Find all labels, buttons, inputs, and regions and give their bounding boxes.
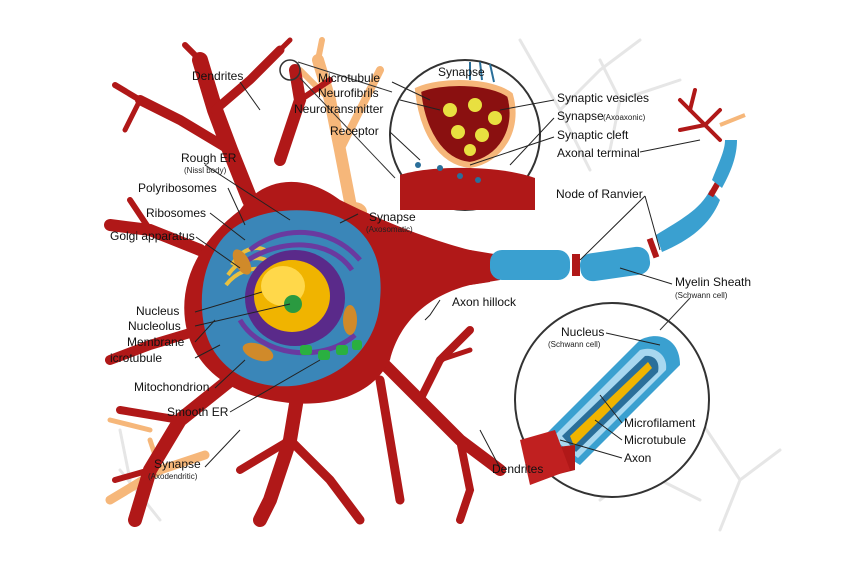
label-synapse-axoaxonic: Synapse [557, 109, 604, 123]
label-myelin-sheath-sub: (Schwann cell) [675, 291, 728, 300]
label-dendrites-top: Dendrites [192, 69, 244, 83]
dendrite-branches [104, 37, 506, 527]
myelinated-axon [490, 140, 737, 282]
label-smooth-er: Smooth ER [167, 405, 229, 419]
orange-terminal [719, 113, 746, 127]
label-microtubule-inset: Microtubule [624, 433, 687, 447]
leader-lines [194, 81, 701, 469]
label-schwann-nucleus: Nucleus [561, 325, 605, 339]
label-membrane: Membrane [127, 335, 185, 349]
label-nucleolus: Nucleolus [128, 319, 181, 333]
axonal-terminal-branches [678, 88, 722, 142]
label-synapse-axodendritic: Synapse [154, 457, 201, 471]
label-myelin-sheath: Myelin Sheath [675, 275, 752, 289]
label-nucleus: Nucleus [136, 304, 180, 318]
label-polyribosomes: Polyribosomes [138, 181, 217, 195]
axon-cross-section-inset [514, 297, 710, 498]
label-schwann-nucleus-sub: (Schwann cell) [548, 340, 601, 349]
label-synapse-axoaxonic-sub: (Axoaxonic) [603, 113, 646, 122]
synapse-inset [279, 59, 541, 211]
label-axon-hillock: Axon hillock [452, 295, 517, 309]
label-synapse-axodendritic-sub: (Axodendritic) [148, 472, 198, 481]
label-neurofibrils: Neurofibrils [318, 86, 379, 100]
label-synapse-top: Synapse [438, 65, 485, 79]
smooth-er [300, 340, 362, 360]
label-dendrites-bottom: Dendrites [492, 462, 544, 476]
label-axon: Axon [624, 451, 652, 465]
label-mitochondrion: Mitochondrion [134, 380, 210, 394]
label-microfilament: Microfilament [624, 416, 696, 430]
mitochondrion [242, 342, 274, 362]
label-synapse-axosomatic-sub: (Axosomatic) [366, 225, 413, 234]
label-node-of-ranvier: Node of Ranvier [556, 187, 643, 201]
label-synaptic-cleft: Synaptic cleft [557, 128, 629, 142]
rough-er [237, 229, 362, 356]
mitochondrion-2 [343, 305, 357, 335]
label-rough-er-sub: (Nissl body) [184, 166, 227, 175]
nucleolus [284, 295, 302, 313]
label-microtubule-left: icrotubule [110, 351, 163, 365]
orange-axon-top [297, 37, 384, 218]
label-receptor: Receptor [330, 124, 379, 138]
label-microtubule-top: Microtubule [318, 71, 381, 85]
label-axonal-terminal: Axonal terminal [557, 146, 640, 160]
mitochondrion-3 [232, 249, 252, 275]
label-synaptic-vesicles: Synaptic vesicles [557, 91, 650, 105]
label-ribosomes: Ribosomes [146, 206, 207, 220]
label-golgi: Golgi apparatus [110, 229, 195, 243]
label-neurotransmitter: Neurotransmitter [294, 102, 384, 116]
label-rough-er: Rough ER [181, 151, 237, 165]
label-synapse-axosomatic: Synapse [369, 210, 416, 224]
